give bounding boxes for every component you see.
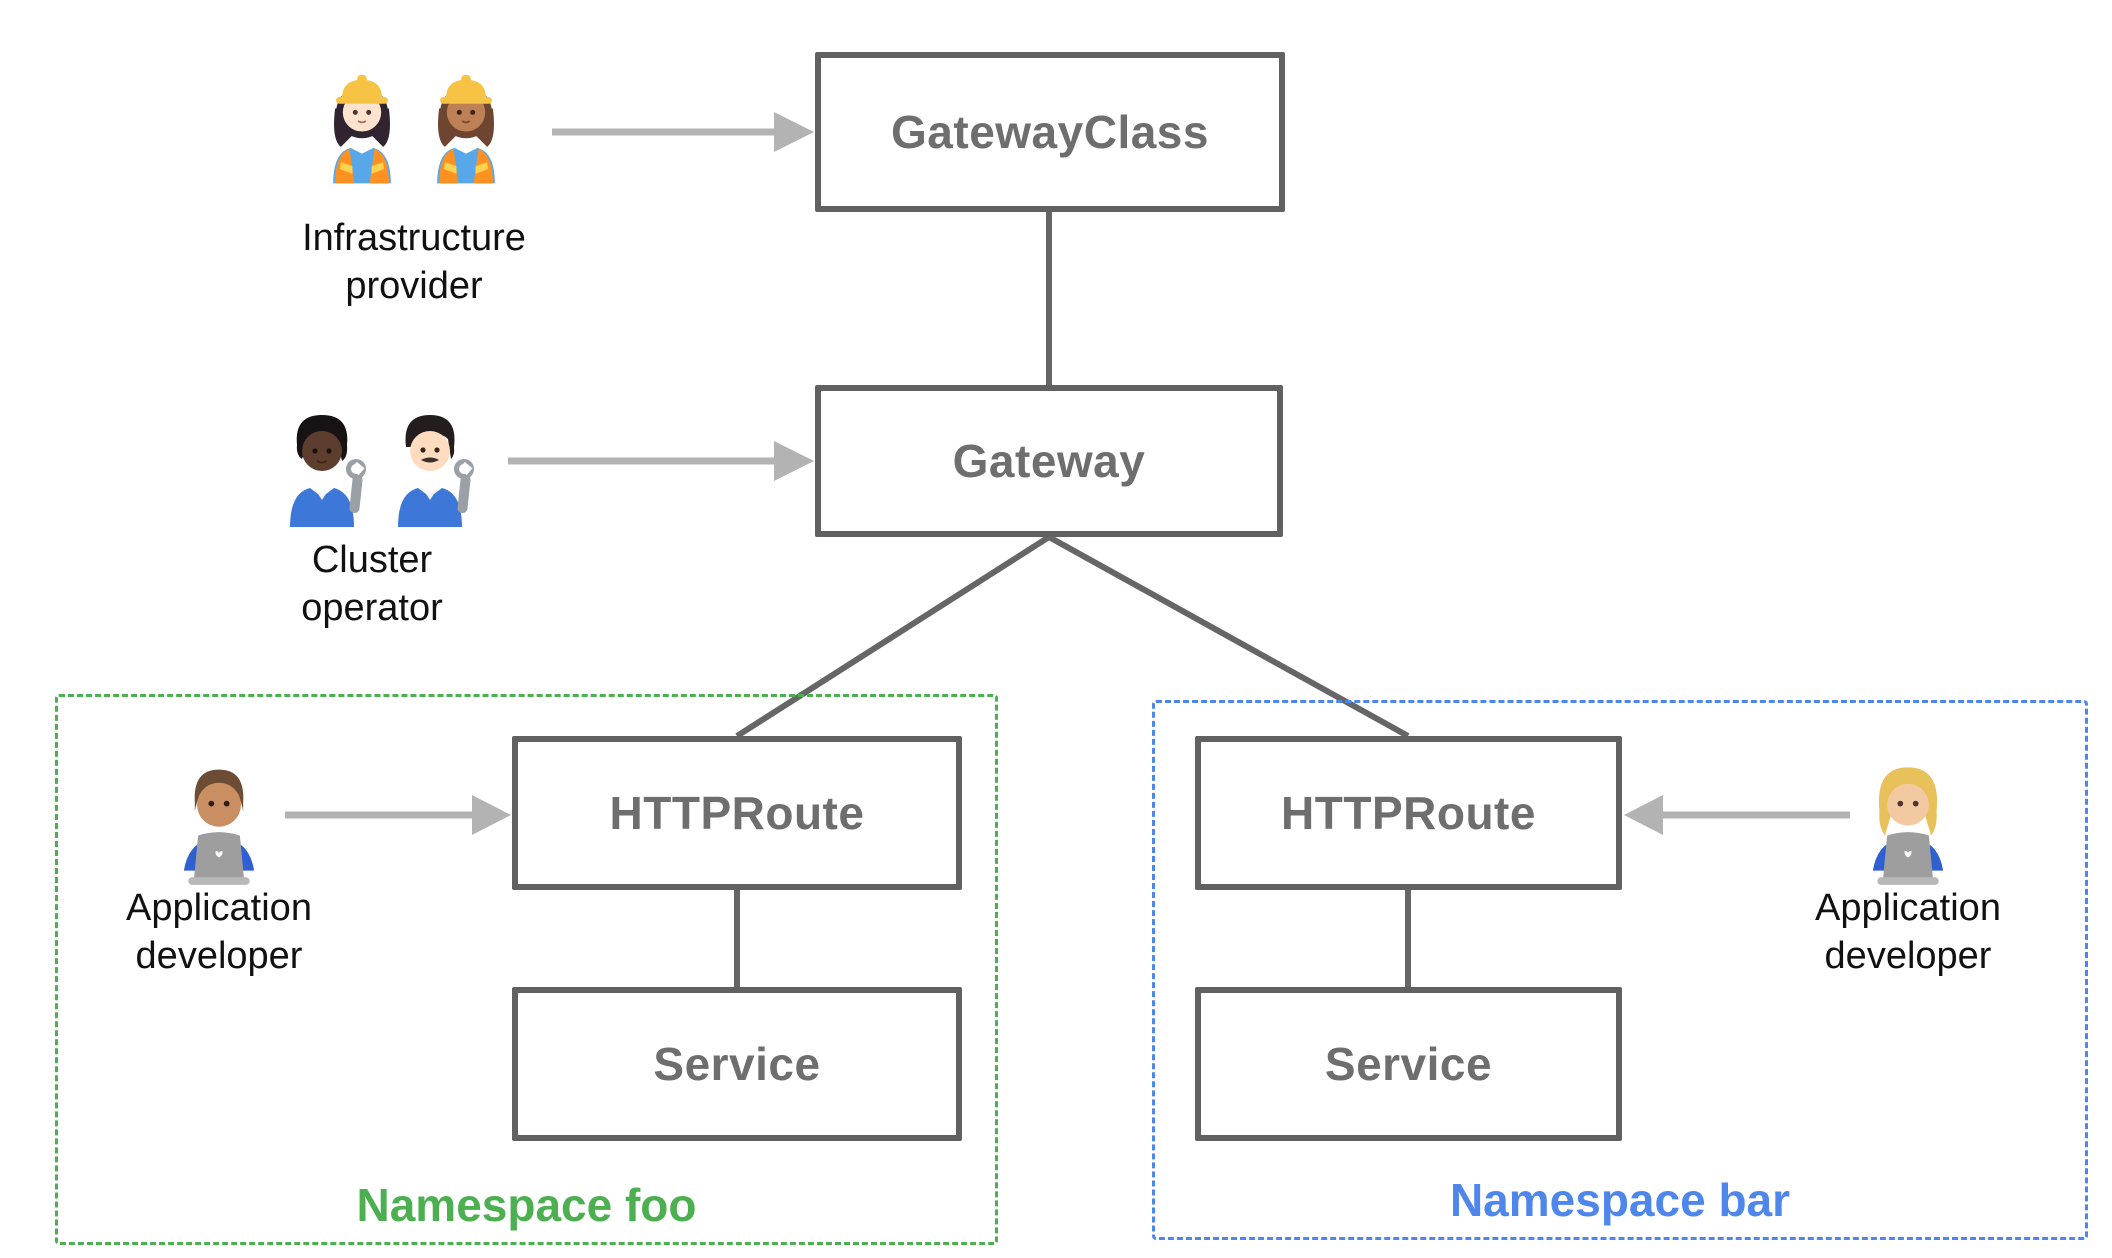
httproute-foo-node: HTTPRoute	[512, 736, 962, 890]
application-developer-foo-label: Application developer	[126, 887, 312, 977]
httproute-foo-node-label: HTTPRoute	[609, 787, 865, 839]
person-mechanic-dark-skin-emoji	[290, 415, 366, 527]
woman-construction-worker-light-skin-emoji	[333, 74, 391, 184]
infrastructure-provider-label: Infrastructure provider	[302, 217, 526, 307]
man-technologist-emoji	[183, 769, 255, 885]
arrowhead-right-icon	[774, 441, 814, 481]
service-bar-node: Service	[1195, 987, 1622, 1141]
application-developer-foo-icons	[164, 752, 274, 886]
application-developer-bar-label: Application developer	[1815, 887, 2001, 977]
gateway-node-label: Gateway	[952, 435, 1146, 487]
gateway-node: Gateway	[815, 385, 1283, 537]
service-bar-node-label: Service	[1324, 1038, 1493, 1090]
infrastructure-provider-persona: Infrastructure provider	[302, 58, 526, 307]
cluster-operator-arrow	[508, 441, 814, 481]
namespace-foo-boundary: Namespace foo	[55, 694, 998, 1245]
namespace-bar-label: Namespace bar	[1449, 1174, 1791, 1226]
woman-technologist-emoji	[1872, 767, 1944, 885]
namespace-foo-label: Namespace foo	[356, 1179, 697, 1231]
namespace-bar-boundary: Namespace bar	[1152, 700, 2088, 1240]
cluster-operator-persona: Cluster operator	[272, 396, 480, 629]
woman-construction-worker-medium-skin-emoji	[437, 74, 495, 184]
infrastructure-provider-arrow	[552, 112, 814, 152]
infrastructure-provider-icons	[314, 58, 514, 184]
gatewayclass-node-label: GatewayClass	[891, 106, 1209, 158]
httproute-bar-node: HTTPRoute	[1195, 736, 1622, 890]
gatewayclass-node: GatewayClass	[815, 52, 1285, 212]
cluster-operator-label: Cluster operator	[301, 539, 443, 629]
application-developer-foo-persona: Application developer	[126, 752, 312, 977]
cluster-operator-icons	[272, 396, 480, 528]
service-foo-node-label: Service	[653, 1038, 821, 1090]
arrowhead-right-icon	[774, 112, 814, 152]
application-developer-bar-persona: Application developer	[1815, 752, 2001, 977]
httproute-bar-node-label: HTTPRoute	[1281, 787, 1536, 839]
service-foo-node: Service	[512, 987, 962, 1141]
application-developer-bar-icons	[1853, 752, 1963, 886]
man-mechanic-light-skin-emoji	[398, 415, 474, 527]
